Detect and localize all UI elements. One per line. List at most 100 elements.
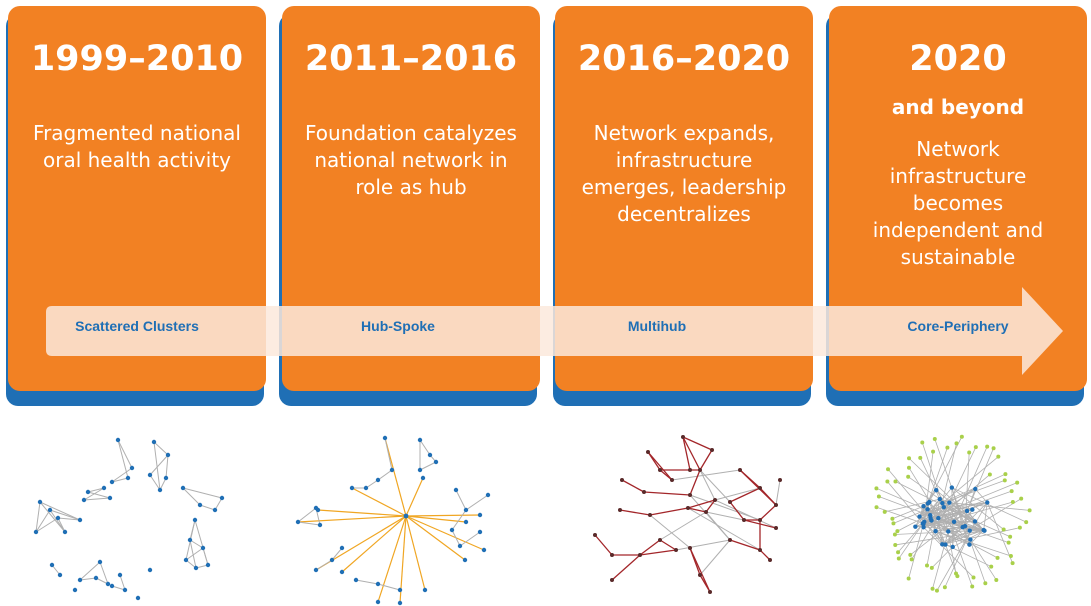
network-edge [705, 511, 745, 521]
network-node [698, 468, 702, 472]
network-node [728, 538, 732, 542]
network-node [942, 585, 947, 590]
network-node [397, 600, 403, 606]
network-edge [915, 521, 976, 528]
network-node [453, 487, 459, 493]
network-node [921, 504, 926, 509]
network-node [954, 571, 959, 576]
network-edge [35, 501, 41, 533]
network-edge [699, 449, 713, 471]
network-node [1010, 499, 1015, 504]
network-node [433, 459, 439, 465]
network-node [941, 504, 946, 510]
network-edge [35, 517, 59, 533]
network-edge [405, 515, 466, 561]
network-node [463, 507, 469, 513]
network-node [774, 526, 778, 530]
network-edge [87, 491, 111, 499]
network-edge [689, 547, 711, 593]
network-edge [759, 504, 777, 521]
network-edge [945, 509, 973, 545]
network-edge [639, 549, 677, 556]
network-edge [923, 509, 973, 528]
network-node [991, 446, 996, 451]
network-edge [974, 488, 988, 503]
network-edge [699, 539, 731, 576]
network-edge [887, 481, 924, 524]
network-node [115, 437, 121, 443]
network-node [125, 475, 131, 481]
network-edge [99, 561, 109, 585]
network-node [1006, 540, 1011, 545]
network-node [157, 487, 163, 493]
network-node [1010, 561, 1015, 566]
network-node [946, 529, 951, 534]
stage-label-scattered: Scattered Clusters [75, 318, 199, 334]
network-node [55, 515, 61, 521]
network-node [610, 553, 614, 557]
network-node [329, 557, 335, 563]
network-node [874, 486, 879, 491]
network-edge [714, 499, 777, 529]
network-node [417, 467, 423, 473]
network-node [427, 452, 433, 458]
network-node [917, 514, 922, 519]
network-edge [405, 514, 481, 517]
network-edge [649, 507, 689, 516]
network-node [890, 516, 895, 521]
network-node [758, 518, 762, 522]
network-edge [39, 501, 66, 533]
network-node [768, 558, 772, 562]
era-description: Network expands, infrastructure emerges,… [581, 121, 787, 226]
network-edge [649, 514, 691, 549]
network-node [896, 550, 901, 555]
network-edge [647, 451, 673, 481]
network-node [906, 474, 911, 479]
network-node [93, 575, 99, 581]
network-node [909, 557, 914, 562]
era-period: 2020 [909, 39, 1007, 79]
network-node [33, 529, 39, 535]
network-node [163, 475, 169, 481]
network-multihub [593, 435, 782, 594]
network-node [758, 548, 762, 552]
network-node [964, 508, 970, 514]
network-node [959, 434, 964, 439]
network-node [989, 564, 994, 569]
network-edge [942, 527, 1020, 545]
network-node [375, 477, 381, 483]
network-node [349, 485, 355, 491]
network-edge [455, 489, 467, 511]
network-node [193, 565, 199, 571]
network-edge [351, 487, 407, 517]
network-edge [951, 487, 1027, 523]
network-node [57, 572, 63, 578]
network-edge [405, 477, 424, 517]
network-node [375, 599, 381, 605]
network-node [710, 448, 714, 452]
network-node [995, 555, 1000, 560]
network-node [927, 499, 932, 505]
network-edge [35, 509, 51, 533]
network-node [1015, 480, 1020, 485]
network-node [907, 456, 912, 461]
network-node [646, 450, 650, 454]
network-edge [919, 506, 944, 517]
network-edge [983, 502, 988, 531]
network-node [1002, 478, 1007, 483]
network-edge [675, 539, 731, 551]
network-node [885, 479, 890, 484]
network-edge [927, 447, 948, 504]
network-edge [729, 501, 745, 521]
network-edge [687, 507, 761, 551]
network-edge [895, 530, 985, 546]
network-hub-spoke [295, 435, 491, 606]
network-node [339, 545, 345, 551]
network-node [686, 506, 690, 510]
era-description: Network infrastructure becomes independe… [872, 137, 1044, 269]
network-edge [643, 491, 691, 496]
network-node [122, 587, 128, 593]
network-edge [964, 452, 970, 527]
network-edge [970, 539, 997, 581]
